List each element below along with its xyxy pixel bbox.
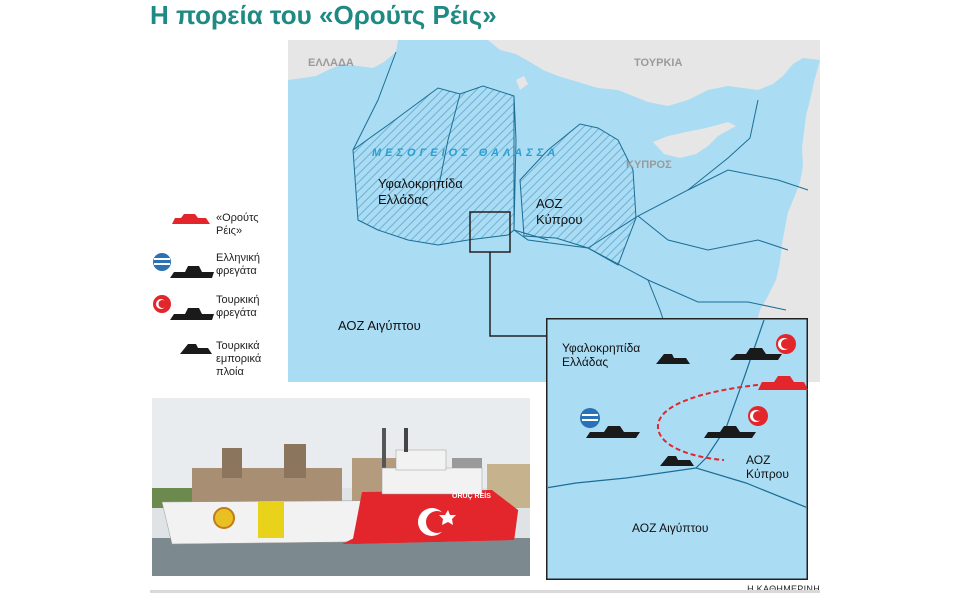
- main-map: ΕΛΛΑΔΑ ΤΟΥΡΚΙΑ ΚΥΠΡΟΣ ΜΕΣΟΓΕΙΟΣ ΘΑΛΑΣΣΑ …: [288, 40, 820, 382]
- turkey-land: [488, 40, 820, 106]
- turkish-merchant-top: [656, 354, 690, 364]
- egypt-eez-label: ΑΟΖ Αιγύπτου: [338, 318, 421, 333]
- inset-egypt-eez-label: ΑΟΖ Αιγύπτου: [632, 521, 708, 535]
- sea-label: ΜΕΣΟΓΕΙΟΣ ΘΑΛΑΣΣΑ: [372, 147, 559, 159]
- inset-connector: [489, 252, 546, 337]
- ship-name-text: ORUÇ REİS: [452, 492, 491, 500]
- cyprus-eez-zone: [519, 123, 637, 266]
- greek-flag-frigate-icon: [153, 253, 214, 278]
- turkish-merchant-ship-icon: [180, 344, 212, 354]
- oruc-reis-photo: ORUÇ REİS: [152, 398, 530, 576]
- turkish-frigate-middle: [704, 406, 768, 438]
- oruc-reis-ship-inset: [758, 376, 808, 390]
- oruc-reis-route: [656, 383, 767, 461]
- turkish-merchant-bottom: [660, 456, 694, 466]
- maritime-boundaries: [352, 51, 809, 382]
- levant-land: [756, 60, 820, 382]
- legend-item-turkish-merchant: Τουρκικά εμπορικά πλοία: [150, 340, 275, 380]
- turkish-flag-frigate-icon: [153, 295, 214, 320]
- turkey-country-label: ΤΟΥΡΚΙΑ: [634, 57, 682, 69]
- inset-boundary-west: [548, 467, 697, 489]
- legend-item-greek-frigate: Ελληνική φρεγάτα: [150, 252, 275, 292]
- greek-frigate: [580, 408, 640, 438]
- cyprus-island: [653, 122, 736, 158]
- source-credit: Η ΚΑΘΗΜΕΡΙΝΗ: [747, 584, 820, 594]
- legend-item-oruc-reis: «Ορούτς Ρέις»: [150, 212, 275, 252]
- page-title: Η πορεία του «Ορούτς Ρέις»: [150, 0, 497, 30]
- legend-item-turkish-frigate: Τουρκική φρεγάτα: [150, 294, 275, 334]
- greek-shelf-zone: [352, 85, 515, 246]
- oruc-reis-red-ship-icon: [172, 214, 210, 224]
- bottom-rule: [150, 590, 820, 593]
- ship-illustration: ORUÇ REİS: [161, 428, 519, 545]
- greek-flag-icon: [580, 408, 600, 428]
- turkish-frigate-top: [730, 334, 796, 360]
- greece-land: [288, 40, 398, 80]
- inset-boundary-cyprus: [694, 320, 806, 508]
- rhodes-island: [516, 76, 528, 90]
- cyprus-country-label: ΚΥΠΡΟΣ: [626, 159, 672, 171]
- greece-country-label: ΕΛΛΑΔΑ: [308, 57, 354, 69]
